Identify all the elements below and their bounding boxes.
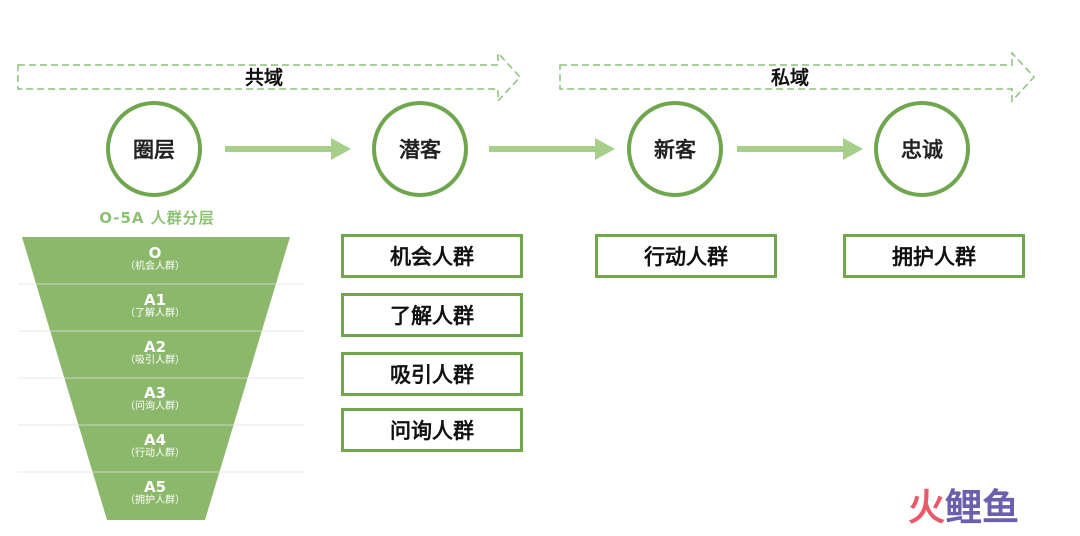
stage-label-qianke: 潜客 (399, 138, 442, 162)
xinke-box-1: 行动人群 (595, 234, 777, 278)
funnel-shape (22, 237, 290, 520)
flow-arrow-3 (737, 138, 863, 160)
funnel-level-a1: A1 （了解人群） (60, 292, 250, 320)
funnel-level-a2: A2 （吸引人群） (60, 339, 250, 367)
logo-text-2: 鲤鱼 (945, 486, 1019, 529)
funnel-level-sub: （机会人群） (125, 261, 185, 272)
flow-arrow-2 (489, 138, 615, 160)
funnel-level-sub: （了解人群） (125, 308, 185, 319)
stage-circle-quanceng (106, 101, 202, 197)
funnel-level-code: A2 (143, 338, 167, 356)
funnel-level-sub: （行动人群） (125, 448, 185, 459)
flow-arrow-1 (225, 138, 351, 160)
stage-label-zhongcheng: 忠诚 (901, 138, 943, 162)
funnel-level-a4: A4 （行动人群） (60, 432, 250, 460)
stage-circle-qianke (372, 101, 468, 197)
funnel-level-sub: （问询人群） (125, 401, 185, 412)
funnel-level-code: A3 (143, 384, 167, 402)
stage-circle-xinke (627, 101, 723, 197)
qianke-box-1: 机会人群 (341, 234, 523, 278)
funnel-level-code: A4 (143, 431, 167, 449)
funnel-dividers (18, 283, 304, 473)
stage-label-quanceng: 圈层 (133, 138, 175, 162)
public-domain-label: 共域 (245, 66, 283, 89)
funnel-title: O-5A 人群分层 (99, 209, 215, 227)
logo-text-1: 火 (908, 486, 945, 529)
funnel-level-sub: （吸引人群） (125, 355, 185, 366)
funnel-level-code: O (148, 244, 162, 262)
logo-watermark: 火鲤鱼 (908, 488, 1019, 528)
qianke-box-2: 了解人群 (341, 293, 523, 337)
qianke-box-4: 问询人群 (341, 408, 523, 452)
funnel-level-sub: （拥护人群） (125, 495, 185, 506)
funnel-level-a5: A5 （拥护人群） (60, 479, 250, 507)
private-domain-label: 私域 (771, 66, 809, 89)
private-domain-arrow (559, 51, 1036, 103)
stage-circle-zhongcheng (874, 101, 970, 197)
stage-label-xinke: 新客 (654, 138, 697, 162)
public-domain-arrow (17, 51, 522, 103)
qianke-box-3: 吸引人群 (341, 352, 523, 396)
funnel-level-code: A5 (143, 478, 167, 496)
funnel-level-code: A1 (143, 291, 167, 309)
zhongcheng-box-1: 拥护人群 (843, 234, 1025, 278)
funnel-level-a3: A3 （问询人群） (60, 385, 250, 413)
funnel-level-o: O （机会人群） (60, 245, 250, 273)
